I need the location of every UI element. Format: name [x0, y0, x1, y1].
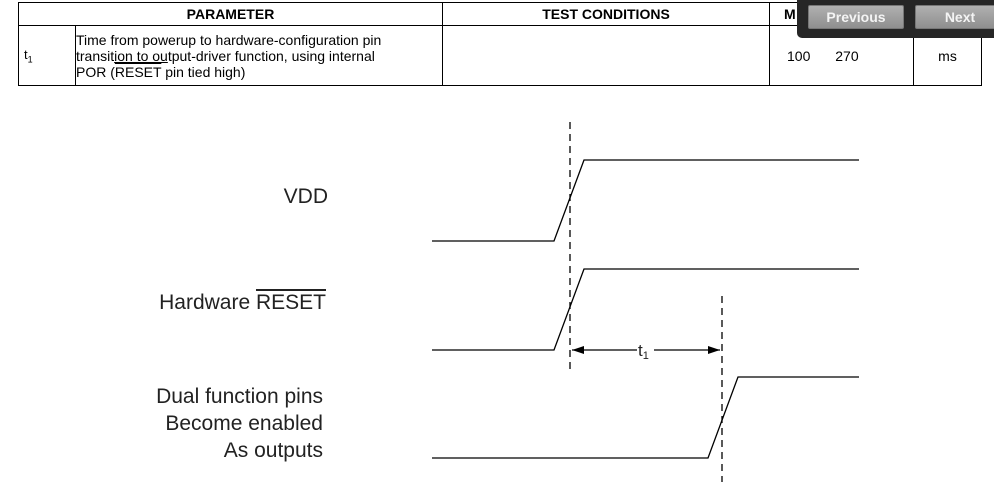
test-conditions-cell [442, 25, 770, 86]
description-line-1: Time from powerup to hardware-configurat… [76, 31, 382, 48]
interval-label: t1 [638, 341, 649, 362]
interval-arrowhead-right [708, 346, 720, 354]
min-value: 100 [787, 47, 811, 64]
dual-function-label-line-3: As outputs [223, 439, 323, 462]
vdd-waveform [432, 159, 859, 242]
hardware-reset-label: Hardware RESET [159, 291, 326, 314]
dual-function-label-line-2: Become enabled [165, 412, 323, 435]
dual-function-label: Dual function pins Become enabled As out… [100, 383, 323, 464]
symbol-t: t [24, 46, 28, 62]
reset-waveform [432, 268, 859, 351]
symbol-cell: t1 [18, 25, 76, 86]
header-test-conditions: TEST CONDITIONS [442, 2, 770, 26]
vdd-label: VDD [283, 185, 328, 208]
spec-table: PARAMETER TEST CONDITIONS M t1 Time from… [18, 2, 982, 86]
description-line-3: POR (RESET pin tied high) [76, 63, 246, 80]
dual-function-label-line-1: Dual function pins [156, 385, 323, 408]
header-parameter: PARAMETER [18, 2, 443, 26]
max-value: 270 [835, 47, 859, 64]
previous-button[interactable]: Previous [808, 5, 904, 29]
description-line-2: transition to output-driver function, us… [76, 47, 375, 64]
nav-overlay: Previous Next [797, 0, 994, 38]
dual-function-waveform [432, 376, 859, 459]
symbol-subscript: 1 [27, 54, 33, 65]
interval-arrowhead-left [572, 346, 584, 354]
next-button[interactable]: Next [915, 5, 994, 29]
table-row: t1 Time from powerup to hardware-configu… [18, 25, 982, 86]
description-cell: Time from powerup to hardware-configurat… [75, 25, 443, 86]
